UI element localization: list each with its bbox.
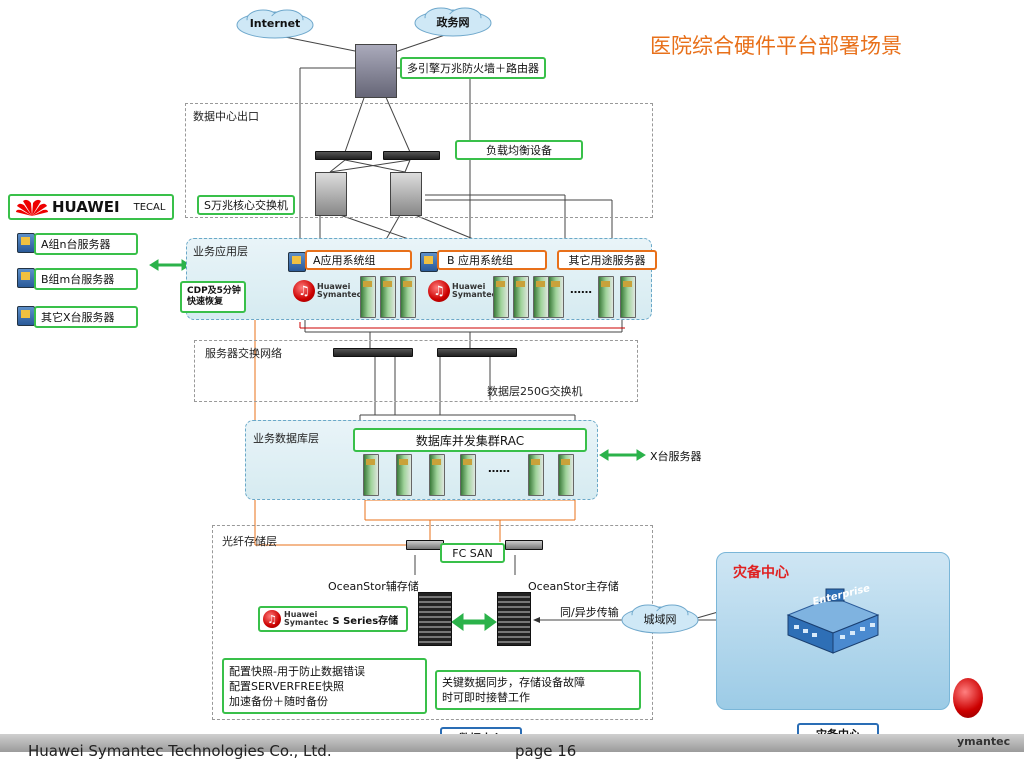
footer-company: Huawei Symantec Technologies Co., Ltd.: [28, 742, 332, 760]
other-servers: 其它用途服务器: [557, 250, 657, 270]
app-group-a: A应用系统组: [305, 250, 412, 270]
server-group-other-icon: [17, 306, 35, 326]
enterprise-building-icon: [786, 588, 880, 654]
server-group-b: B组m台服务器: [34, 268, 138, 290]
core-switch-left: [315, 172, 347, 216]
load-balancer-label: 负载均衡设备: [455, 140, 583, 160]
gov-network-cloud: 政务网: [413, 6, 493, 38]
dr-center-title: 灾备中心: [733, 565, 789, 581]
db-server-4: [460, 454, 476, 496]
hs-logo-b-icon: ♫: [428, 280, 450, 302]
server-switch-label: 服务器交换网络: [205, 347, 282, 360]
app-a-icon: [288, 252, 306, 272]
app-group-b: B 应用系统组: [437, 250, 547, 270]
metro-network-label: 城域网: [643, 613, 677, 626]
fc-switch-right: [505, 540, 543, 550]
app-layer-label: 业务应用层: [193, 245, 248, 258]
server-group-other: 其它X台服务器: [34, 306, 138, 328]
oceanstor-aux-label: OceanStor辅存储: [328, 580, 419, 593]
footer-brand-tail: ymantec: [957, 735, 1011, 748]
internet-label: Internet: [249, 17, 301, 30]
db-server-6: [558, 454, 574, 496]
load-balancer-right: [383, 151, 440, 160]
fc-switch-left: [406, 540, 444, 550]
x-servers-label: X台服务器: [650, 450, 702, 463]
other-server-1: [548, 276, 564, 318]
storage-layer-label: 光纤存储层: [222, 535, 277, 548]
tecal-product: TECAL: [133, 201, 166, 213]
hs-logo-a-line1: Huawei: [317, 282, 351, 291]
db-server-5: [528, 454, 544, 496]
rac-cluster: 数据库并发集群RAC: [353, 428, 587, 452]
gov-network-label: 政务网: [436, 16, 470, 29]
db-servers-dots: ……: [488, 462, 510, 475]
other-server-3: [620, 276, 636, 318]
s-series-line2: Symantec: [284, 618, 329, 627]
dc-exit-zone: [185, 103, 653, 218]
sync-note: 关键数据同步，存储设备故障 时可即时接替工作: [435, 670, 641, 710]
app-b-icon: [420, 252, 438, 272]
db-server-3: [429, 454, 445, 496]
footer-page: page 16: [515, 742, 577, 760]
db-layer-label: 业务数据库层: [253, 432, 319, 445]
s-series-logo-icon: ♫: [263, 610, 281, 628]
huawei-brand: HUAWEI: [52, 198, 120, 216]
data-switch-left: [333, 348, 413, 357]
oceanstor-main-label: OceanStor主存储: [528, 580, 619, 593]
other-servers-dots: ……: [570, 283, 592, 296]
cdp-recovery: CDP及5分钟 快速恢复: [180, 281, 246, 313]
app-a-server-1: [360, 276, 376, 318]
huawei-logo-icon: [16, 199, 48, 216]
firewall-router-device: [355, 44, 397, 98]
s-series-line1: Huawei: [284, 610, 318, 619]
app-b-server-1: [493, 276, 509, 318]
app-b-server-2: [513, 276, 529, 318]
server-group-a-icon: [17, 233, 35, 253]
sync-async-label: 同/异步传输: [560, 606, 619, 619]
server-switch-zone: [194, 340, 638, 402]
hs-logo-a-line2: Symantec: [317, 290, 362, 299]
footer-hs-logo-icon: [953, 678, 983, 718]
server-group-a: A组n台服务器: [34, 233, 138, 255]
footer-bar: [0, 734, 1024, 752]
data-switch-right: [437, 348, 517, 357]
dc-exit-label: 数据中心出口: [193, 110, 259, 123]
other-server-2: [598, 276, 614, 318]
snapshot-note: 配置快照-用于防止数据错误 配置SERVERFREE快照 加速备份＋随时备份: [222, 658, 427, 714]
db-server-2: [396, 454, 412, 496]
app-b-server-3: [533, 276, 549, 318]
server-group-b-icon: [17, 268, 35, 288]
fc-san: FC SAN: [440, 543, 505, 563]
hs-logo-a-icon: ♫: [293, 280, 315, 302]
hs-logo-b-line1: Huawei: [452, 282, 486, 291]
app-a-server-2: [380, 276, 396, 318]
page-title: 医院综合硬件平台部署场景: [650, 34, 902, 58]
db-server-1: [363, 454, 379, 496]
huawei-tecal-banner: HUAWEI TECAL: [8, 194, 174, 220]
oceanstor-aux-rack: [418, 592, 452, 646]
s-series-label: S Series存储: [332, 615, 399, 627]
app-a-server-3: [400, 276, 416, 318]
metro-network-cloud: 城域网: [620, 603, 700, 635]
oceanstor-main-rack: [497, 592, 531, 646]
core-switch-right: [390, 172, 422, 216]
hs-logo-b-line2: Symantec: [452, 290, 497, 299]
firewall-router-label: 多引擎万兆防火墙＋路由器: [400, 57, 546, 79]
core-switch-label: S万兆核心交换机: [197, 195, 295, 215]
internet-cloud: Internet: [235, 8, 315, 40]
load-balancer-left: [315, 151, 372, 160]
data-switch-label: 数据层250G交换机: [487, 385, 583, 398]
